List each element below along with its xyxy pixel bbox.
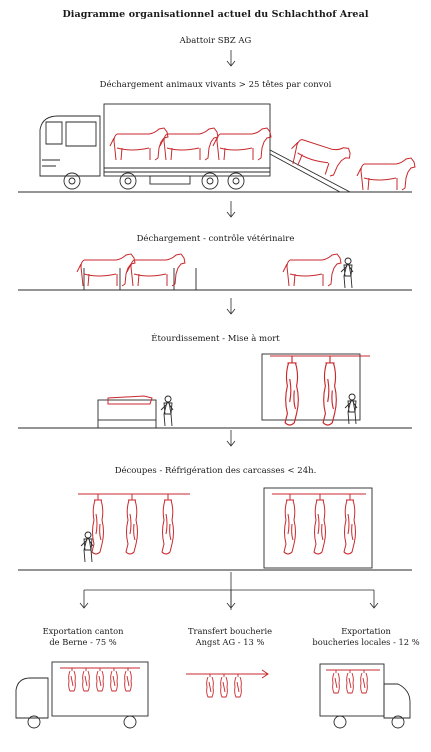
vet-control-scene — [18, 268, 412, 291]
destination-bern-line1: Exportation canton — [42, 626, 124, 636]
step-stunning-label: Étourdissement - Mise à mort — [151, 334, 280, 344]
carcasses-cold-room — [283, 493, 356, 555]
arrow-4 — [226, 429, 236, 447]
truck-unloading-scene — [18, 103, 412, 193]
arrow-3 — [226, 297, 236, 315]
destination-local: Exportation boucheries locales - 12 % — [304, 626, 428, 648]
arrow-2 — [226, 200, 236, 218]
step-cutting-label: Découpes - Réfrigération des carcasses <… — [114, 466, 317, 476]
export-truck-local — [319, 663, 411, 729]
meat-in-bern-truck — [60, 667, 140, 692]
destination-bern-line2: de Berne - 75 % — [49, 637, 117, 647]
rail-transfer-angst — [186, 669, 269, 698]
stunning-scene — [18, 353, 412, 429]
step-unloading-label: Déchargement animaux vivants > 25 têtes … — [99, 80, 332, 90]
company-label: Abattoir SBZ AG — [179, 36, 252, 46]
destination-local-line2: boucheries locales - 12 % — [312, 637, 420, 647]
meat-in-local-truck — [326, 669, 380, 694]
destination-angst-line2: Angst AG - 13 % — [195, 637, 265, 647]
destination-local-line1: Exportation — [341, 626, 391, 636]
destination-angst-line1: Transfert boucherie — [187, 626, 273, 636]
carcasses-cutting — [91, 493, 174, 555]
distribution-branches — [79, 572, 379, 610]
hanging-cows-stunning — [284, 355, 337, 426]
step-vet-control-label: Déchargement - contrôle vétérinaire — [136, 234, 295, 244]
cutting-scene — [18, 487, 412, 571]
vet-person — [340, 257, 354, 289]
diagram-title: Diagramme organisationnel actuel du Schl… — [62, 9, 369, 20]
stunned-cow — [107, 395, 153, 405]
slaughter-workers — [160, 393, 358, 427]
cows-vet-control — [76, 253, 342, 287]
cows-in-truck — [109, 127, 272, 161]
butcher-person — [80, 531, 94, 563]
export-truck-bern — [15, 661, 149, 729]
destination-bern: Exportation canton de Berne - 75 % — [18, 626, 148, 648]
cows-on-ramp — [286, 131, 416, 191]
destination-angst: Transfert boucherie Angst AG - 13 % — [165, 626, 295, 648]
arrow-1 — [226, 49, 236, 67]
